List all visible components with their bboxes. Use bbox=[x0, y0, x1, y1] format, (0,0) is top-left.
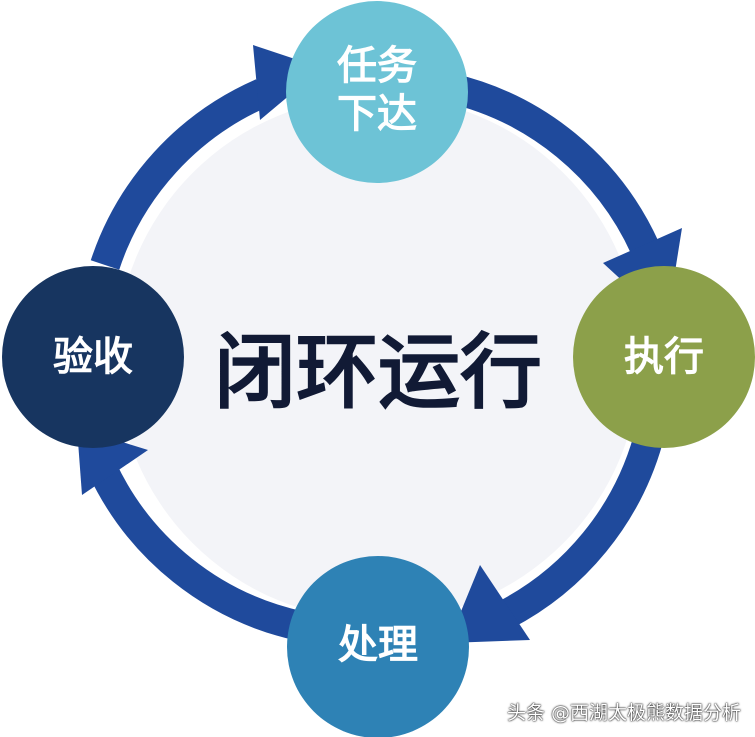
node-process: 处理 bbox=[287, 556, 469, 737]
node-accept: 验收 bbox=[2, 266, 184, 448]
arrow-accept-to-task bbox=[90, 79, 269, 270]
node-process-circle bbox=[287, 556, 469, 737]
watermark: 头条 @西湖太极熊数据分析 bbox=[506, 702, 741, 724]
center-label: 闭环运行 bbox=[214, 325, 542, 420]
center-background bbox=[116, 96, 640, 620]
node-accept-circle bbox=[2, 266, 184, 448]
node-task: 任务 下达 bbox=[286, 1, 468, 183]
node-task-label-line2: 下达 bbox=[337, 91, 417, 137]
node-execute-circle bbox=[573, 266, 755, 448]
node-task-label-line1: 任务 bbox=[337, 43, 417, 89]
arrow-execute-to-process bbox=[497, 435, 663, 629]
node-execute-label: 执行 bbox=[624, 334, 704, 380]
node-process-label: 处理 bbox=[338, 622, 418, 668]
arrowhead-process bbox=[448, 565, 530, 643]
arrow-task-to-execute bbox=[446, 73, 659, 255]
cycle-ring bbox=[77, 45, 682, 643]
node-task-circle bbox=[286, 1, 468, 183]
arrow-process-to-accept bbox=[88, 461, 304, 641]
node-execute: 执行 bbox=[573, 266, 755, 448]
node-accept-label: 验收 bbox=[53, 334, 133, 380]
